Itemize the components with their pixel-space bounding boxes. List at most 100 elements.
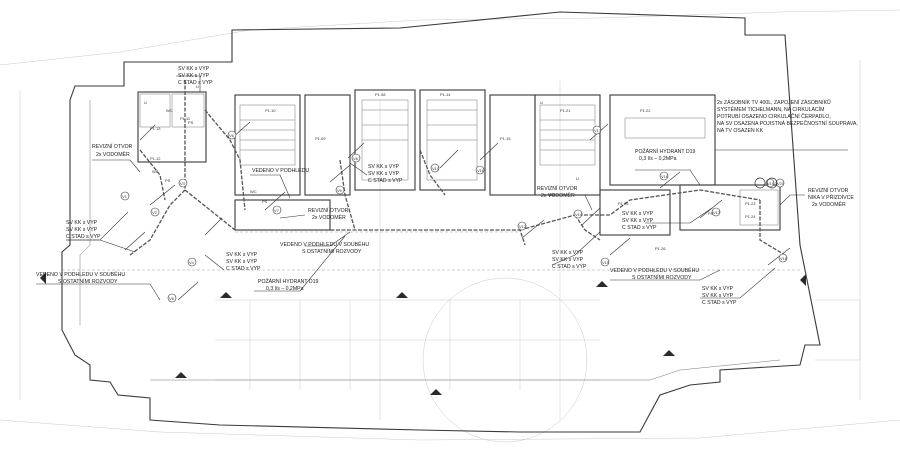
note-sv-top: SV KK s VYP SV KK s VYP C STAD s VYP [178,66,213,86]
room-tag: P1.21 [560,108,571,113]
svg-text:NA TV OSAZEN KK: NA TV OSAZEN KK [717,128,764,134]
svg-text:S OSTATNÍMI ROZVODY: S OSTATNÍMI ROZVODY [302,248,362,255]
svg-text:VEDENO V PODHLEDU V SOUBĚHU: VEDENO V PODHLEDU V SOUBĚHU [36,270,125,278]
room-tag: P1.22 [640,108,651,113]
svg-text:V18: V18 [780,256,788,261]
riser-tag: V3 [178,178,188,188]
note-hydrant-right: POŽÁRNÍ HYDRANT D19 0,3 l/s – 0,2MPa [635,147,696,162]
svg-text:2x VODOMĚR: 2x VODOMĚR [812,200,846,208]
svg-text:REVIZNÍ OTVOR: REVIZNÍ OTVOR [808,187,849,194]
svg-text:C STAD s VYP: C STAD s VYP [226,266,261,272]
room-tag: P1.23 [745,201,756,206]
svg-text:0,3 l/s – 0,2MPa: 0,3 l/s – 0,2MPa [639,156,677,162]
fixture-tag: PS [188,120,194,125]
svg-text:REVIZNÍ OTVOR: REVIZNÍ OTVOR [92,143,133,150]
note-hydrant-left: POŽÁRNÍ HYDRANT D19 0,3 l/s – 0,2MPa [258,277,319,292]
room-tag: P1.15 [500,136,511,141]
leader-lines [36,75,848,301]
svg-text:SV KK s VYP: SV KK s VYP [552,250,584,256]
svg-text:C STAD s VYP: C STAD s VYP [702,300,737,306]
svg-text:0,3 l/s – 0,2MPa: 0,3 l/s – 0,2MPa [266,286,304,292]
svg-text:S OSTATNÍMI ROZVODY: S OSTATNÍMI ROZVODY [632,274,692,281]
building-outline [61,11,821,433]
fixture-tag: PS [262,199,268,204]
svg-text:V10: V10 [432,166,440,171]
svg-text:REVIZNÍ OTVOR: REVIZNÍ OTVOR [537,185,578,192]
room-tag: P1.13 [150,126,161,131]
svg-text:V12: V12 [519,224,527,229]
svg-text:C STAD s VYP: C STAD s VYP [368,178,403,184]
note-zasobnik: 2x ZÁSOBNÍK TV 400L, ZAPOJENÍ ZÁSOBNÍKŮ … [717,99,858,134]
riser-markers: V1 V2 V3 V4 V5 V6 V7 V8 V9 V10 V11 V12 V… [120,125,788,303]
svg-text:SV KK s VYP: SV KK s VYP [368,171,400,177]
svg-text:POTRUBÍ OSAZENO CIRKULAČNÍ ČER: POTRUBÍ OSAZENO CIRKULAČNÍ ČERPADLO, [717,113,831,120]
riser-tag: V12 [517,221,527,231]
riser-tag: V9 [335,185,345,195]
room-tags: P1.13 P1.12 P1.11 P1.10 P1.09 P1.08 P1.1… [150,92,756,251]
svg-text:SV KK s VYP: SV KK s VYP [622,218,654,224]
svg-text:VEDENO V PODHLEDU: VEDENO V PODHLEDU [252,168,309,174]
note-revizni-far: REVIZNÍ OTVOR NIKA V PŘIZDÍVCE 2x VODOMĚ… [808,187,854,208]
fixture-tag: U [576,176,579,181]
note-revizni-mid: REVIZNÍ OTVOR 2x VODOMĚR [308,207,349,221]
note-sv-center: SV KK s VYP SV KK s VYP C STAD s VYP [368,164,403,184]
fixture-tag: PS [165,178,171,183]
fixture-tag: U [540,100,543,105]
svg-text:SV KK s VYP: SV KK s VYP [552,257,584,263]
riser-tag: V4 [187,257,197,267]
room-walls [137,89,781,236]
svg-text:C STAD s VYP: C STAD s VYP [66,234,101,240]
room-tag: P1.09 [315,136,326,141]
note-vedeno-left: VEDENO V PODHLEDU V SOUBĚHU S OSTATNÍMI … [36,270,125,285]
svg-text:V17: V17 [713,210,721,215]
svg-text:V7: V7 [274,208,280,213]
room-tag: P1.12 [150,156,161,161]
storage-tanks [754,177,778,189]
room-tag: P1.08 [375,92,386,97]
note-vedeno-right: VEDENO V PODHLEDU V SOUBĚHU S OSTATNÍMI … [610,266,699,281]
svg-text:C STAD s VYP: C STAD s VYP [178,80,213,86]
riser-tag: V6 [227,130,237,140]
svg-text:NIKA V PŘIZDÍVCE: NIKA V PŘIZDÍVCE [808,193,854,201]
svg-text:SV KK s VYP: SV KK s VYP [226,252,258,258]
svg-text:V9: V9 [337,188,343,193]
svg-text:SYSTÉMEM TICHELMANN, NA CIRKUL: SYSTÉMEM TICHELMANN, NA CIRKULACÍM [717,106,824,113]
note-sv-right-center: SV KK s VYP SV KK s VYP C STAD s VYP [622,211,657,231]
svg-text:2x VODOMĚR: 2x VODOMĚR [541,191,575,199]
note-sv-left: SV KK s VYP SV KK s VYP C STAD s VYP [66,220,101,240]
riser-tag: V1 [120,191,130,201]
svg-text:VEDENO V PODHLEDU V SOUBĚHU: VEDENO V PODHLEDU V SOUBĚHU [280,240,369,248]
svg-text:V4: V4 [189,260,195,265]
riser-tag: V15 [600,257,610,267]
svg-text:C STAD s VYP: C STAD s VYP [552,264,587,270]
riser-tag: V10 [430,163,440,173]
room-tag: P1.10 [265,108,276,113]
annotations: SV KK s VYP SV KK s VYP C STAD s VYP REV… [36,66,858,306]
note-revizni-right: REVIZNÍ OTVOR 2x VODOMĚR [537,185,578,199]
svg-text:SV KK s VYP: SV KK s VYP [178,73,210,79]
room-tag: P1.24 [745,214,756,219]
svg-text:SV KK s VYP: SV KK s VYP [702,286,734,292]
svg-text:SV KK s VYP: SV KK s VYP [66,220,98,226]
svg-text:REVIZNÍ OTVOR: REVIZNÍ OTVOR [308,207,349,214]
svg-text:SV KK s VYP: SV KK s VYP [66,227,98,233]
svg-text:SV KK s VYP: SV KK s VYP [178,66,210,72]
svg-text:V6: V6 [229,133,235,138]
note-sv-midleft: SV KK s VYP SV KK s VYP C STAD s VYP [226,252,261,272]
note-vedeno-podhledu: VEDENO V PODHLEDU [252,168,309,174]
svg-text:V14: V14 [575,212,583,217]
svg-text:V11: V11 [477,168,485,173]
svg-text:V1: V1 [122,194,128,199]
note-sv-bottom-right: SV KK s VYP SV KK s VYP C STAD s VYP [702,286,737,306]
fixture-tag: U [144,100,147,105]
fixture-tag: U [196,84,199,89]
svg-text:SV KK s VYP: SV KK s VYP [226,259,258,265]
riser-tag: V20 [775,178,785,188]
riser-tag: V14 [573,209,583,219]
svg-text:S OSTATNÍMI ROZVODY: S OSTATNÍMI ROZVODY [58,278,118,285]
section-markers [40,272,806,395]
svg-text:V5: V5 [169,296,175,301]
svg-text:V13: V13 [594,128,602,133]
svg-text:VEDENO V PODHLEDU V SOUBĚHU: VEDENO V PODHLEDU V SOUBĚHU [610,266,699,274]
room-tag: P1.14 [440,92,451,97]
